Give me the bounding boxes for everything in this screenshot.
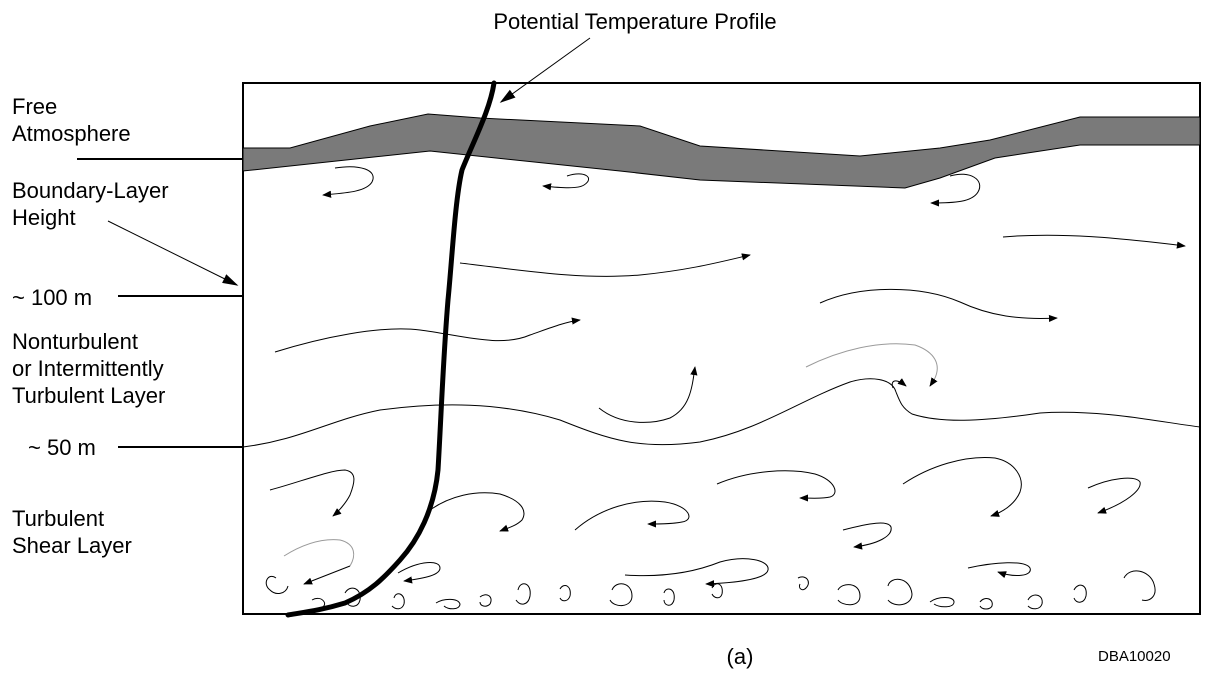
- eddy: [429, 492, 525, 532]
- boundary-layer-height-label: Boundary-Layer Height: [12, 177, 169, 231]
- label-line: or Intermittently: [12, 356, 164, 381]
- streamline: [274, 317, 581, 353]
- curl: [1027, 594, 1043, 610]
- label-line: Atmosphere: [12, 121, 131, 146]
- potential-temperature-profile-curve: [285, 80, 497, 618]
- label-line: Shear Layer: [12, 533, 132, 558]
- turbulent-shear-layer-label: Turbulent Shear Layer: [12, 505, 132, 559]
- flow-lines: [265, 166, 1186, 610]
- wave-crest-curl: [891, 378, 907, 389]
- figure-caption: (a): [726, 644, 754, 669]
- label-line: Free: [12, 94, 58, 119]
- streamline: [1002, 234, 1186, 249]
- height-100m-label: ~ 100 m: [12, 285, 93, 310]
- eddy: [842, 522, 892, 550]
- height-50m-label: ~ 50 m: [28, 435, 96, 460]
- label-line: Turbulent Layer: [12, 383, 166, 408]
- streamline: [598, 366, 698, 423]
- title-pointer: [499, 37, 591, 103]
- curl: [515, 583, 531, 605]
- streamline: [459, 253, 751, 277]
- eddy: [902, 457, 1022, 517]
- curl: [559, 585, 571, 602]
- curl: [435, 598, 461, 610]
- faded-eddy: [805, 343, 938, 381]
- free-atmosphere-label: Free Atmosphere: [12, 93, 131, 147]
- curl: [711, 583, 723, 599]
- inversion-band: [242, 113, 1201, 189]
- curl: [609, 583, 633, 606]
- label-line: Boundary-Layer: [12, 178, 169, 203]
- eddy: [397, 562, 441, 584]
- curl: [837, 584, 861, 606]
- eddy: [967, 562, 1031, 579]
- curl: [887, 578, 913, 606]
- figure-id: DBA10020: [1098, 648, 1171, 665]
- nonturbulent-layer-label: Nonturbulent or Intermittently Turbulent…: [12, 328, 165, 409]
- eddy: [624, 558, 769, 588]
- curl: [1123, 570, 1156, 601]
- eddy: [930, 173, 981, 207]
- eddy: [1087, 477, 1141, 514]
- curl: [265, 576, 289, 594]
- curl: [797, 576, 809, 591]
- curl: [479, 594, 492, 607]
- diagram-title: Potential Temperature Profile: [493, 9, 777, 34]
- label-line: Height: [12, 205, 76, 230]
- label-line: Turbulent: [12, 506, 105, 531]
- faded-eddy: [283, 539, 355, 567]
- curl: [1073, 584, 1087, 603]
- curl: [391, 593, 405, 610]
- diagram-frame: [242, 82, 1201, 615]
- label-line: Nonturbulent: [12, 329, 138, 354]
- eddy: [716, 470, 836, 502]
- eddy: [322, 166, 374, 198]
- eddy: [542, 173, 590, 191]
- faded-eddy-arrowhead: [929, 377, 938, 387]
- eddy: [574, 500, 690, 531]
- faded-eddy-arrowhead: [303, 565, 351, 585]
- layer-wave-boundary: [242, 378, 1201, 448]
- curl: [344, 587, 361, 607]
- faded-eddies: [283, 343, 938, 567]
- curl: [979, 598, 993, 610]
- eddy: [269, 469, 355, 517]
- curl: [663, 588, 675, 606]
- boundary-layer-height-pointer: [107, 220, 239, 286]
- streamline: [819, 288, 1058, 323]
- curl: [929, 597, 955, 608]
